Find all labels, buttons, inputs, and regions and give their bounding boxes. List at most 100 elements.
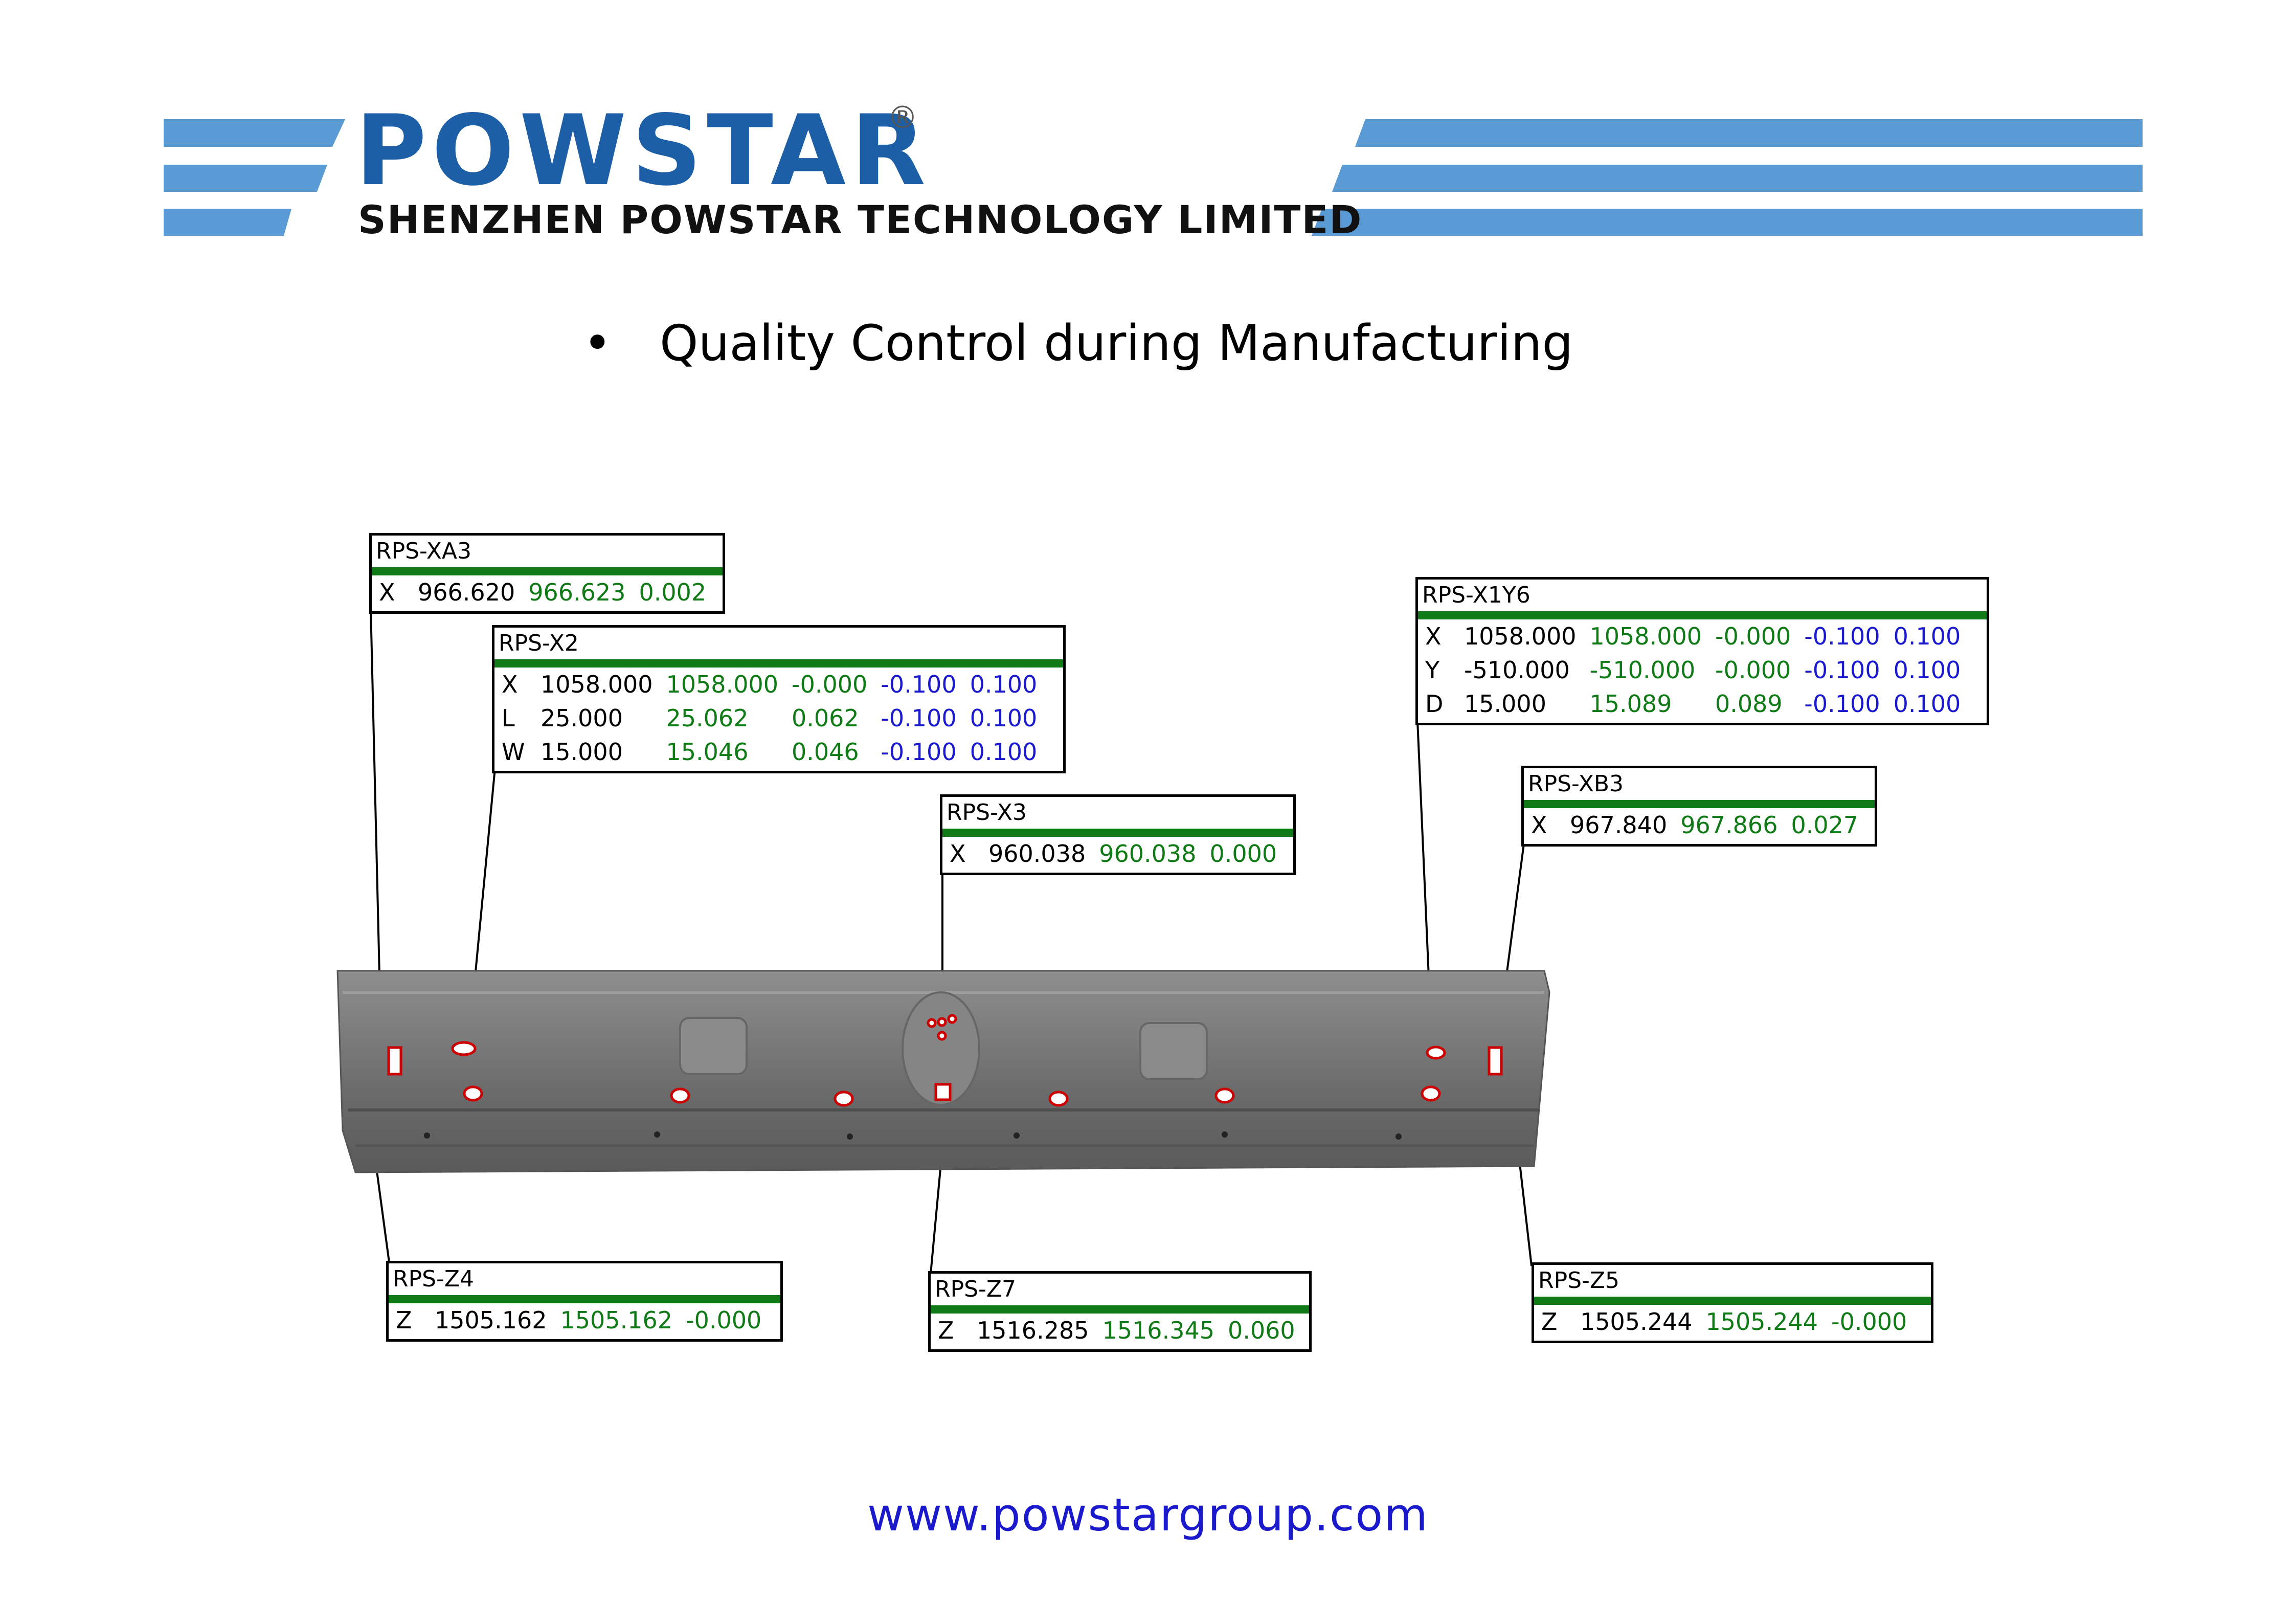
deviation-cell: 0.002 [639, 579, 707, 606]
callout-rps-xa3: RPS-XA3 X 966.620 966.623 0.002 [369, 533, 725, 614]
nominal-cell: 15.000 [1464, 690, 1546, 718]
deviation-cell: -0.000 [1715, 622, 1791, 650]
nominal-cell: 960.038 [988, 840, 1086, 867]
deviation-cell: 0.000 [1209, 840, 1277, 867]
axis-cell: D [1425, 690, 1444, 718]
tolerance-high-cell: 0.100 [1893, 656, 1961, 684]
header-stripes-left [164, 119, 345, 236]
nominal-cell: 967.840 [1570, 811, 1668, 839]
tolerance-low-cell: -0.100 [881, 738, 957, 766]
heading-text: Quality Control during Manufacturing [660, 315, 1573, 372]
callout-rps-x3: RPS-X3 X 960.038 960.038 0.000 [940, 794, 1296, 875]
measurement-table: Z 1505.162 1505.162 -0.000 [396, 1303, 775, 1337]
footer-website-link[interactable]: www.powstargroup.com [867, 1488, 1429, 1541]
tolerance-high-cell: 0.100 [1893, 622, 1961, 650]
axis-cell: X [1425, 622, 1442, 650]
callout-title: RPS-Z4 [389, 1263, 780, 1303]
callout-title: RPS-X3 [942, 797, 1293, 837]
tolerance-high-cell: 0.100 [1893, 690, 1961, 718]
callout-title: RPS-X1Y6 [1418, 580, 1987, 619]
table-row: X 966.620 966.623 0.002 [379, 575, 719, 609]
table-row: Z 1516.285 1516.345 0.060 [938, 1314, 1309, 1347]
measured-cell: -510.000 [1589, 656, 1696, 684]
measured-cell: 1505.162 [560, 1306, 673, 1334]
deviation-cell: -0.000 [1715, 656, 1791, 684]
table-row: X 967.840 967.866 0.027 [1531, 808, 1872, 842]
measured-cell: 1058.000 [1589, 622, 1702, 650]
callout-rps-x1y6: RPS-X1Y6 X 1058.000 1058.000 -0.000 -0.1… [1415, 577, 1989, 725]
measured-cell: 15.046 [666, 738, 749, 766]
table-row: X 1058.000 1058.000 -0.000 -0.100 0.100 [502, 668, 1050, 701]
axis-cell: L [502, 704, 515, 732]
measurement-table: X 960.038 960.038 0.000 [950, 837, 1290, 871]
registered-mark: ® [887, 100, 918, 136]
callout-title: RPS-Z7 [931, 1274, 1309, 1314]
callout-title: RPS-XA3 [372, 536, 723, 575]
nominal-cell: 1058.000 [541, 671, 653, 698]
header-stripes-right [1312, 119, 2143, 236]
measurement-table: X 967.840 967.866 0.027 [1531, 808, 1872, 842]
table-row: X 1058.000 1058.000 -0.000 -0.100 0.100 [1425, 619, 1974, 653]
deviation-cell: 0.089 [1715, 690, 1783, 718]
deviation-cell: 0.060 [1228, 1317, 1295, 1344]
table-row: Z 1505.162 1505.162 -0.000 [396, 1303, 775, 1337]
callout-title: RPS-Z5 [1534, 1265, 1931, 1305]
measurement-table: X 1058.000 1058.000 -0.000 -0.100 0.100 … [502, 668, 1050, 769]
axis-cell: Z [938, 1317, 954, 1344]
callout-title: RPS-X2 [494, 628, 1063, 668]
tolerance-low-cell: -0.100 [881, 704, 957, 732]
deviation-cell: -0.000 [686, 1306, 762, 1334]
deviation-cell: -0.000 [1831, 1308, 1907, 1336]
axis-cell: X [1531, 811, 1547, 839]
table-row: X 960.038 960.038 0.000 [950, 837, 1290, 871]
deviation-cell: 0.046 [792, 738, 859, 766]
axis-cell: W [502, 738, 525, 766]
measured-cell: 966.623 [528, 579, 626, 606]
measured-cell: 1505.244 [1705, 1308, 1818, 1336]
table-row: D 15.000 15.089 0.089 -0.100 0.100 [1425, 687, 1974, 721]
axis-cell: Y [1425, 656, 1440, 684]
tolerance-low-cell: -0.100 [1804, 622, 1880, 650]
company-name: SHENZHEN POWSTAR TECHNOLOGY LIMITED [358, 197, 1363, 242]
callout-rps-z7: RPS-Z7 Z 1516.285 1516.345 0.060 [928, 1271, 1312, 1352]
axis-cell: X [950, 840, 966, 867]
tolerance-high-cell: 0.100 [970, 704, 1038, 732]
measured-cell: 15.089 [1589, 690, 1672, 718]
deviation-cell: 0.062 [792, 704, 859, 732]
nominal-cell: 1516.285 [977, 1317, 1089, 1344]
nominal-cell: 1505.162 [435, 1306, 547, 1334]
axis-cell: Z [1541, 1308, 1558, 1336]
nominal-cell: -510.000 [1464, 656, 1570, 684]
table-row: Z 1505.244 1505.244 -0.000 [1541, 1305, 1920, 1339]
table-row: Y -510.000 -510.000 -0.000 -0.100 0.100 [1425, 653, 1974, 687]
table-row: W 15.000 15.046 0.046 -0.100 0.100 [502, 735, 1050, 769]
measured-cell: 25.062 [666, 704, 749, 732]
callout-rps-x2: RPS-X2 X 1058.000 1058.000 -0.000 -0.100… [492, 625, 1066, 773]
nominal-cell: 1505.244 [1580, 1308, 1693, 1336]
nominal-cell: 966.620 [418, 579, 515, 606]
part-model-render [336, 970, 1550, 1173]
measured-cell: 1516.345 [1102, 1317, 1215, 1344]
axis-cell: X [379, 579, 395, 606]
tolerance-low-cell: -0.100 [1804, 656, 1880, 684]
callout-title: RPS-XB3 [1524, 768, 1875, 808]
tolerance-low-cell: -0.100 [881, 671, 957, 698]
content-heading: • Quality Control during Manufacturing [583, 315, 1573, 372]
axis-cell: Z [396, 1306, 412, 1334]
measured-cell: 960.038 [1099, 840, 1197, 867]
nominal-cell: 1058.000 [1464, 622, 1577, 650]
measurement-table: Z 1505.244 1505.244 -0.000 [1541, 1305, 1920, 1339]
tolerance-low-cell: -0.100 [1804, 690, 1880, 718]
brand-logo-text: POWSTAR [355, 94, 931, 207]
callout-rps-xb3: RPS-XB3 X 967.840 967.866 0.027 [1521, 766, 1877, 847]
bullet-icon: • [583, 315, 612, 372]
deviation-cell: -0.000 [792, 671, 868, 698]
tolerance-high-cell: 0.100 [970, 671, 1038, 698]
deviation-cell: 0.027 [1791, 811, 1859, 839]
nominal-cell: 25.000 [541, 704, 623, 732]
measurement-table: Z 1516.285 1516.345 0.060 [938, 1314, 1309, 1347]
measurement-table: X 966.620 966.623 0.002 [379, 575, 719, 609]
nominal-cell: 15.000 [541, 738, 623, 766]
measurement-table: X 1058.000 1058.000 -0.000 -0.100 0.100 … [1425, 619, 1974, 721]
tolerance-high-cell: 0.100 [970, 738, 1038, 766]
